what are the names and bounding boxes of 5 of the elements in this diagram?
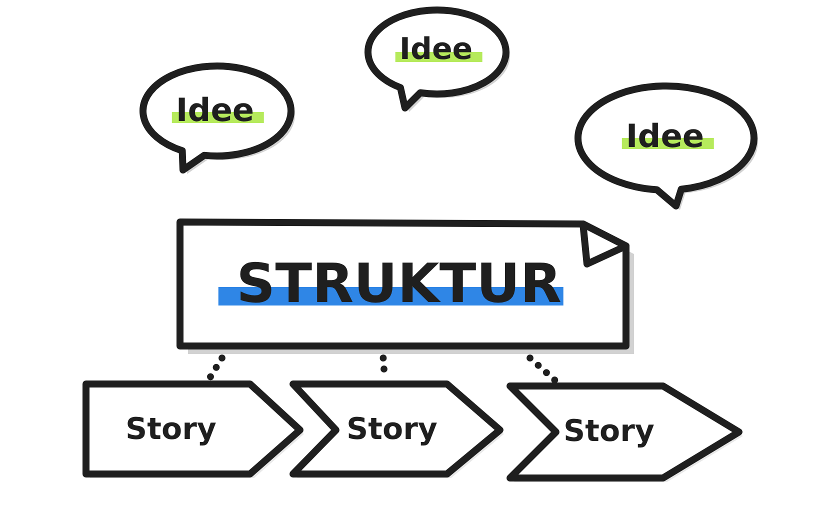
dotted-connector — [526, 354, 560, 384]
node-label: Story — [126, 415, 216, 445]
node-label: Story — [346, 415, 438, 445]
dotted-connector — [206, 354, 226, 382]
node-label: Story — [564, 417, 654, 447]
